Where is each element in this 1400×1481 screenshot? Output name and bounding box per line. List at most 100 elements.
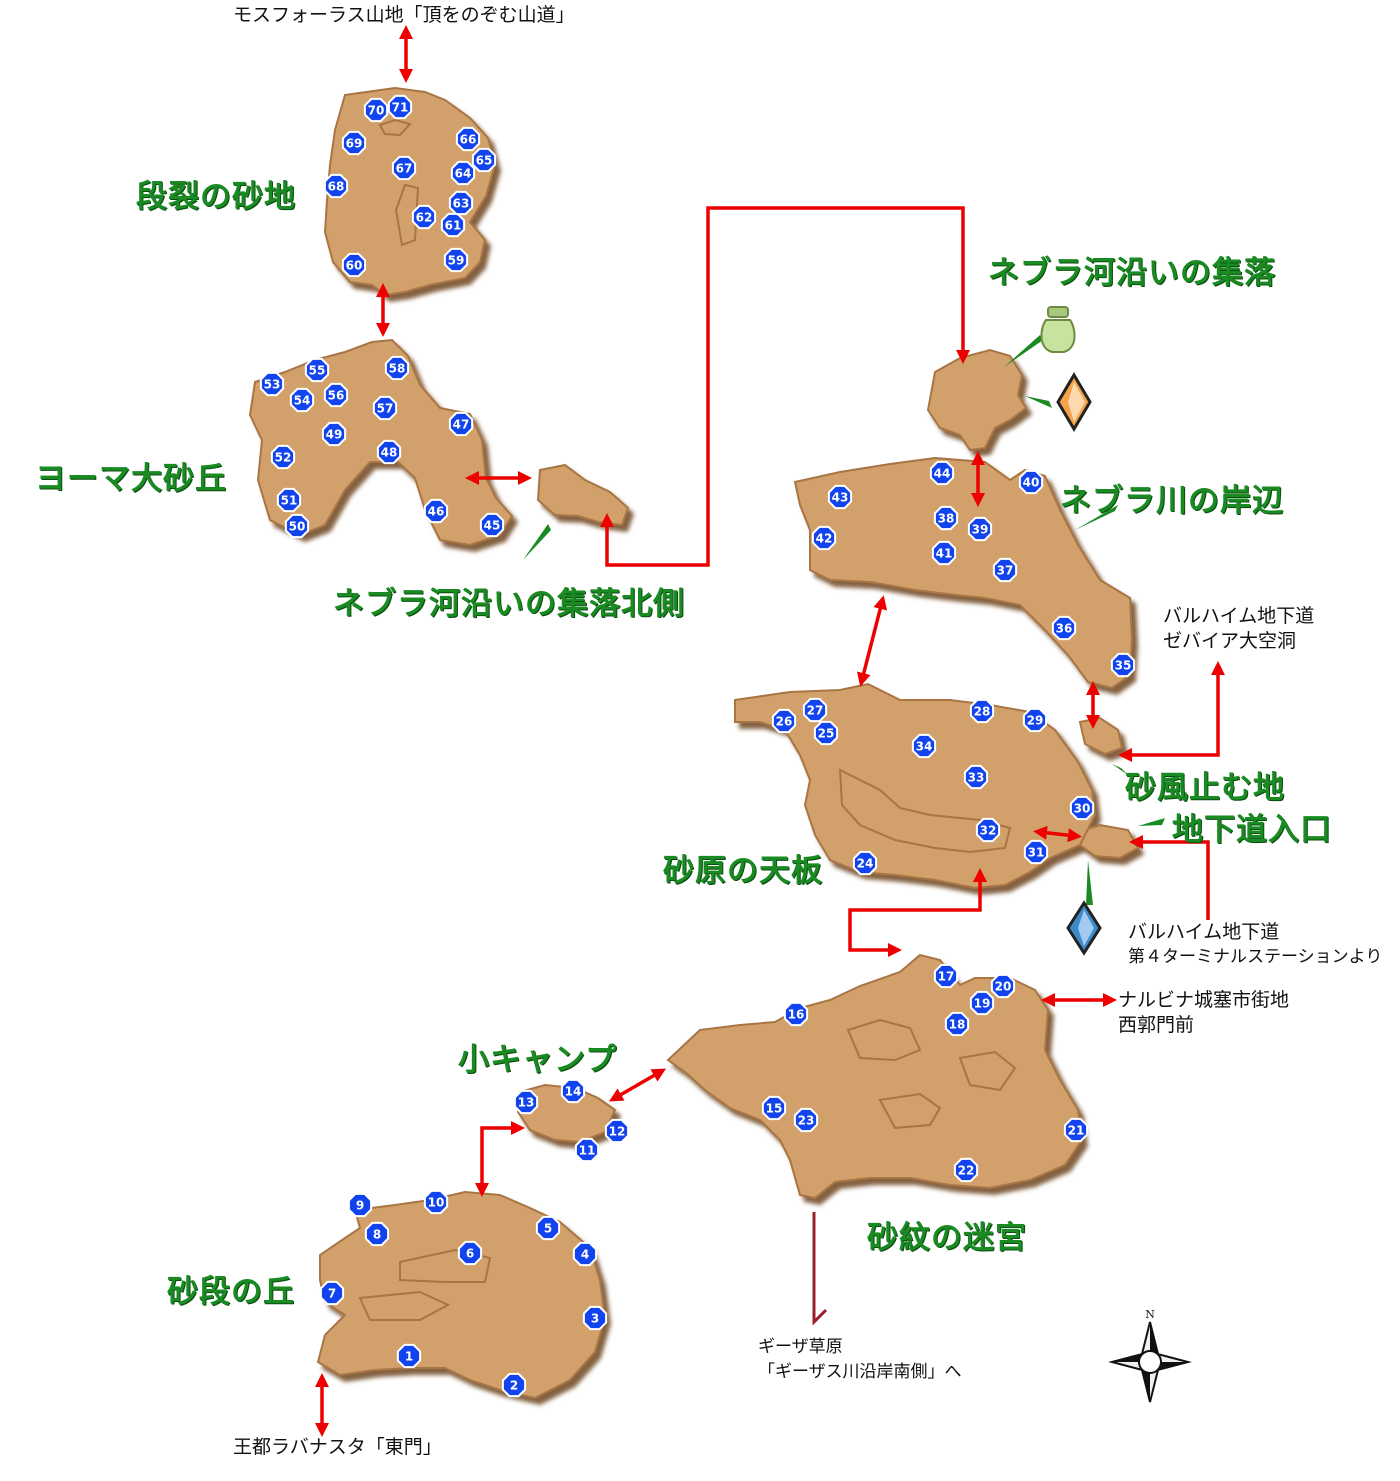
- map-marker-24: 24: [852, 850, 878, 876]
- marker-badge: [448, 411, 474, 437]
- marker-badge: [259, 371, 285, 397]
- map-marker-29: 29: [1022, 707, 1048, 733]
- marker-number: 11: [579, 1144, 596, 1158]
- marker-number: 48: [381, 446, 398, 460]
- marker-number: 27: [807, 704, 824, 718]
- marker-badge: [471, 147, 497, 173]
- marker-badge: [270, 444, 296, 470]
- map-marker-37: 37: [992, 557, 1018, 583]
- map-marker-32: 32: [975, 817, 1001, 843]
- map-marker-44: 44: [929, 460, 955, 486]
- map-marker-6: 6: [457, 1240, 483, 1266]
- marker-number: 45: [484, 519, 501, 533]
- map-marker-53: 53: [259, 371, 285, 397]
- marker-number: 57: [377, 402, 394, 416]
- marker-number: 49: [326, 428, 343, 442]
- area-label-danretsu: 段裂の砂地: [136, 179, 296, 215]
- area-label-chikado: 地下道入口: [1172, 812, 1332, 848]
- map-marker-10: 10: [423, 1189, 449, 1215]
- map-marker-12: 12: [604, 1118, 630, 1144]
- sadan-hill-landmass: [316, 1190, 607, 1400]
- map-marker-41: 41: [931, 540, 957, 566]
- marker-number: 65: [476, 154, 493, 168]
- pot-icon: [1040, 306, 1076, 353]
- marker-number: 28: [974, 705, 991, 719]
- map-marker-40: 40: [1018, 469, 1044, 495]
- exit-label-zebaia: バルハイム地下道 ゼバイア大空洞: [1163, 604, 1314, 654]
- callout-save: [1025, 396, 1052, 408]
- marker-number: 58: [389, 362, 406, 376]
- map-marker-55: 55: [304, 357, 330, 383]
- map-marker-16: 16: [783, 1001, 809, 1027]
- marker-badge: [929, 460, 955, 486]
- marker-number: 55: [309, 364, 326, 378]
- marker-number: 63: [453, 197, 470, 211]
- area-label-nebra-north: ネブラ河沿いの集落北側: [333, 586, 685, 622]
- sunafu-landmass: [1078, 716, 1124, 756]
- marker-badge: [323, 382, 349, 408]
- route-sagen-chikado: [1033, 825, 1082, 843]
- compass-north-label: N: [1145, 1308, 1155, 1321]
- marker-badge: [455, 126, 481, 152]
- marker-badge: [501, 1372, 527, 1398]
- map-marker-34: 34: [911, 733, 937, 759]
- map-marker-22: 22: [953, 1157, 979, 1183]
- nebra-village-landmass: [926, 348, 1028, 452]
- route-shore-sagen: [856, 595, 888, 687]
- marker-number: 17: [938, 970, 955, 984]
- map-marker-71: 71: [387, 94, 413, 120]
- marker-badge: [440, 212, 466, 238]
- map-marker-14: 14: [560, 1078, 586, 1104]
- marker-badge: [372, 395, 398, 421]
- route-sunafu-zebaia: [1118, 661, 1225, 762]
- exit-label-4th-terminal: バルハイム地下道 第４ターミナルステーションより: [1128, 920, 1382, 970]
- danretsu-sands-landmass: [323, 86, 497, 297]
- marker-badge: [802, 697, 828, 723]
- marker-number: 30: [1074, 802, 1091, 816]
- map-marker-26: 26: [771, 708, 797, 734]
- map-marker-49: 49: [321, 421, 347, 447]
- area-label-small-camp: 小キャンプ: [458, 1042, 618, 1078]
- marker-number: 10: [428, 1196, 445, 1210]
- exit-label-giza-line1: ギーザ草原: [758, 1337, 843, 1357]
- marker-badge: [276, 487, 302, 513]
- map-marker-47: 47: [448, 411, 474, 437]
- map-marker-56: 56: [323, 382, 349, 408]
- area-label-samon: 砂紋の迷宮: [867, 1220, 1027, 1256]
- marker-number: 44: [934, 467, 951, 481]
- map-marker-21: 21: [1063, 1117, 1089, 1143]
- map-marker-33: 33: [963, 764, 989, 790]
- map-marker-39: 39: [967, 516, 993, 542]
- map-marker-4: 4: [572, 1241, 598, 1267]
- map-marker-64: 64: [450, 160, 476, 186]
- marker-number: 71: [392, 101, 409, 115]
- marker-badge: [761, 1095, 787, 1121]
- marker-number: 52: [275, 451, 292, 465]
- marker-badge: [423, 498, 449, 524]
- marker-badge: [513, 1089, 539, 1115]
- exit-label-mosphoras: モスフォーラス山地「頂をのぞむ山道」: [233, 4, 575, 26]
- marker-number: 35: [1115, 659, 1132, 673]
- marker-number: 13: [518, 1096, 535, 1110]
- marker-badge: [376, 439, 402, 465]
- map-marker-42: 42: [811, 525, 837, 551]
- marker-badge: [969, 698, 995, 724]
- marker-badge: [783, 1001, 809, 1027]
- map-marker-51: 51: [276, 487, 302, 513]
- callout-shore: [1075, 505, 1118, 530]
- map-marker-1: 1: [396, 1343, 422, 1369]
- marker-badge: [793, 1107, 819, 1133]
- map-marker-11: 11: [574, 1137, 600, 1163]
- marker-badge: [364, 1221, 390, 1247]
- marker-number: 37: [997, 564, 1014, 578]
- marker-badge: [423, 1189, 449, 1215]
- map-marker-17: 17: [933, 963, 959, 989]
- marker-number: 41: [936, 547, 953, 561]
- exit-label-giza-line2: 「ギーザス川沿岸南側」へ: [758, 1362, 962, 1382]
- marker-badge: [1069, 795, 1095, 821]
- marker-badge: [411, 204, 437, 230]
- route-nebranorth-village: [600, 206, 970, 567]
- map-marker-35: 35: [1110, 652, 1136, 678]
- marker-number: 8: [373, 1228, 381, 1242]
